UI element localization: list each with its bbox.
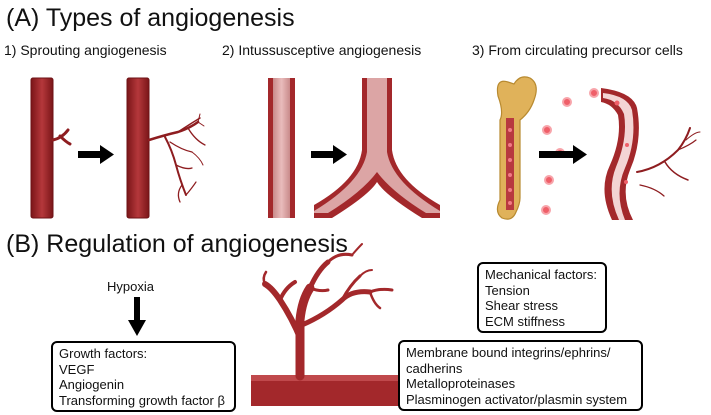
- sprouting-vessel-after: [126, 77, 206, 219]
- precursor-vessel: [601, 88, 701, 220]
- intussusceptive-arrow: [311, 145, 347, 164]
- precursor-arrow: [539, 145, 587, 164]
- mechanical-factors-box: Mechanical factors: Tension Shear stress…: [477, 262, 607, 333]
- membrane-factor-item: cadherins: [406, 360, 463, 376]
- membrane-factor-item: Plasminogen activator/plasmin system: [406, 391, 628, 407]
- panel-label-sprouting: 1) Sprouting angiogenesis: [4, 42, 167, 58]
- hypoxia-arrow: [128, 297, 146, 336]
- growth-factor-item: Transforming growth factor β: [59, 392, 225, 408]
- growth-factor-item: Angiogenin: [59, 377, 125, 392]
- growth-factors-heading: Growth factors:: [59, 346, 148, 361]
- intussusceptive-vessel-after: [314, 78, 440, 218]
- mechanical-factor-item: Shear stress: [485, 298, 558, 313]
- growth-factor-item: VEGF: [59, 361, 95, 377]
- intussusceptive-vessel-before: [268, 78, 295, 218]
- section-a-title: (A) Types of angiogenesis: [6, 4, 295, 32]
- mechanical-factor-item: Tension: [485, 282, 530, 298]
- membrane-factor-item: Membrane bound integrins/ephrins/: [406, 345, 611, 360]
- mechanical-factor-item: ECM stiffness: [485, 313, 565, 329]
- growth-factors-box: Growth factors: VEGF Angiogenin Transfor…: [51, 341, 236, 412]
- panel-label-precursor: 3) From circulating precursor cells: [472, 42, 683, 58]
- sprouting-arrow: [78, 145, 114, 164]
- bone-icon: [496, 76, 537, 220]
- vessel-tree: [251, 243, 400, 406]
- hypoxia-label: Hypoxia: [107, 279, 154, 294]
- section-b-title: (B) Regulation of angiogenesis: [6, 230, 348, 258]
- mechanical-factors-heading: Mechanical factors:: [485, 267, 597, 282]
- panel-label-intussusceptive: 2) Intussusceptive angiogenesis: [222, 42, 422, 58]
- sprouting-vessel-before: [30, 77, 72, 219]
- membrane-factor-item: Metalloproteinases: [406, 376, 516, 391]
- membrane-factors-box: Membrane bound integrins/ephrins/ cadher…: [398, 340, 643, 411]
